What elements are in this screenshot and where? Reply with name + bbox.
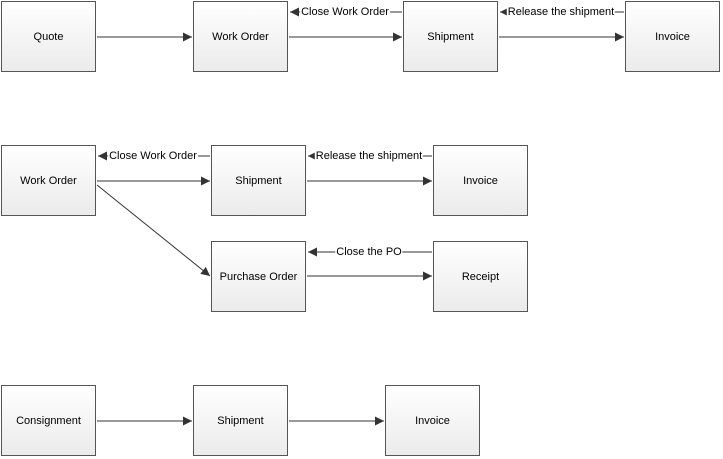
invoice-box-2: Invoice <box>433 145 528 216</box>
receipt-box: Receipt <box>433 241 528 312</box>
work-order-box-2: Work Order <box>1 145 96 216</box>
shipment-label: Shipment <box>427 30 474 43</box>
invoice-label-2: Invoice <box>463 174 498 187</box>
arrow-work-order-to-purchase-order <box>96 184 211 277</box>
shipment-box: Shipment <box>403 1 498 72</box>
work-order-label-2: Work Order <box>20 174 77 187</box>
quote-box: Quote <box>1 1 96 72</box>
purchase-order-label: Purchase Order <box>219 270 298 283</box>
work-order-label: Work Order <box>212 30 269 43</box>
release-shipment-label: Release the shipment <box>506 6 616 18</box>
shipment-label-3: Shipment <box>217 414 264 427</box>
invoice-box-3: Invoice <box>385 385 480 456</box>
receipt-label: Receipt <box>461 270 500 283</box>
invoice-box: Invoice <box>625 1 720 72</box>
close-the-po-label: Close the PO <box>335 246 403 258</box>
shipment-box-3: Shipment <box>193 385 288 456</box>
close-work-order-label: Close Work Order <box>300 6 390 18</box>
work-order-box: Work Order <box>193 1 288 72</box>
invoice-label-3: Invoice <box>415 414 450 427</box>
consignment-label: Consignment <box>16 414 81 427</box>
close-work-order-label-2: Close Work Order <box>108 150 198 162</box>
quote-label: Quote <box>33 30 64 43</box>
shipment-label-2: Shipment <box>235 174 282 187</box>
consignment-box: Consignment <box>1 385 96 456</box>
purchase-order-box: Purchase Order <box>211 241 306 312</box>
shipment-box-2: Shipment <box>211 145 306 216</box>
invoice-label: Invoice <box>655 30 690 43</box>
release-shipment-label-2: Release the shipment <box>314 150 424 162</box>
